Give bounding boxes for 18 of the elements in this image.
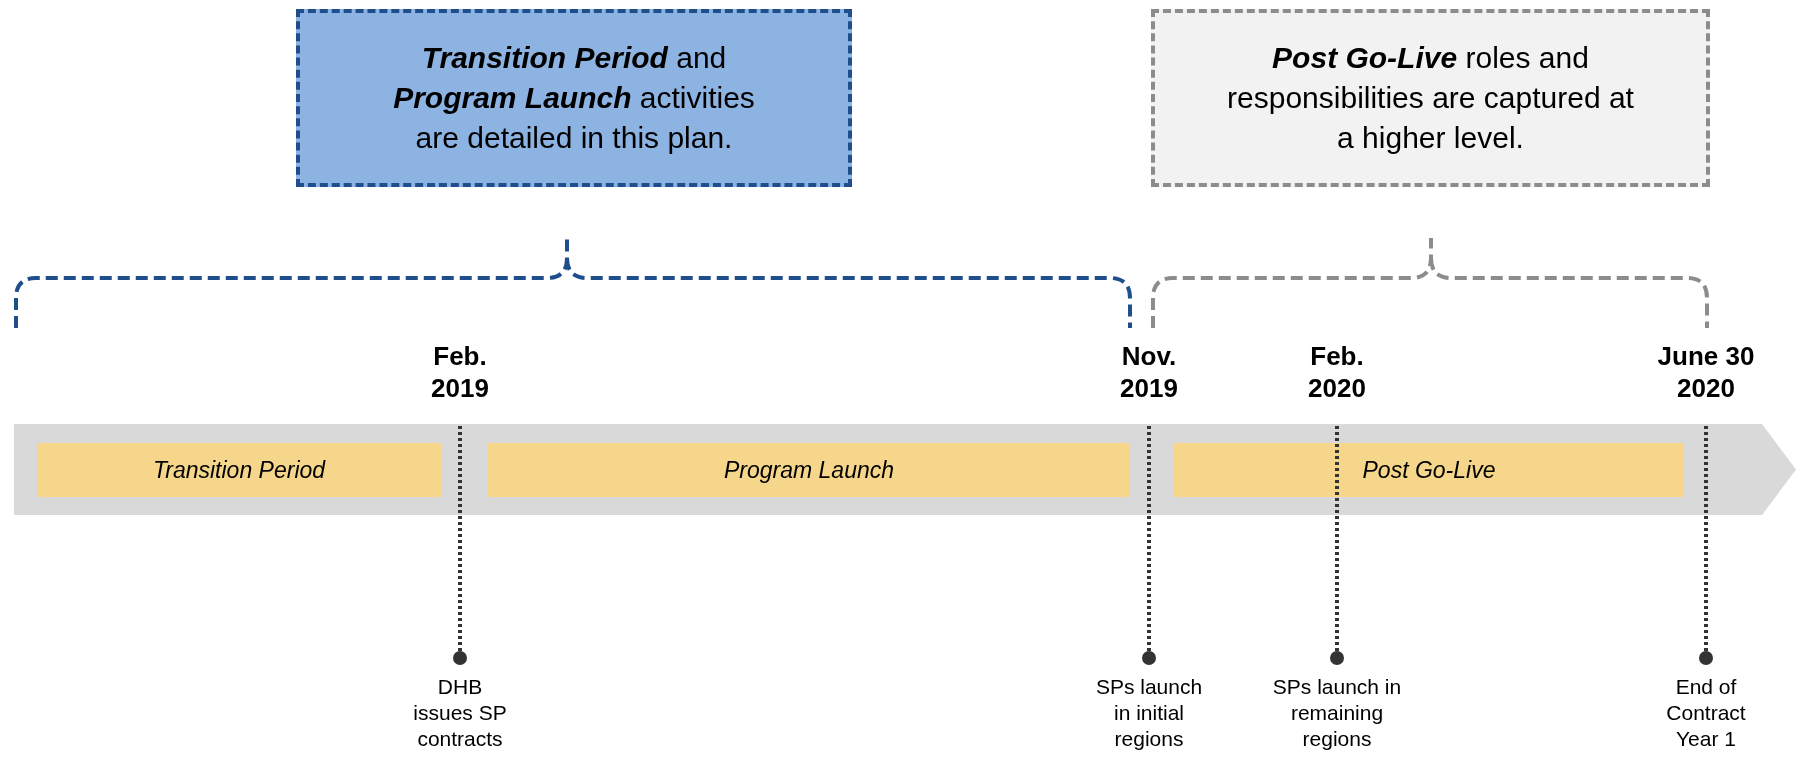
phase-bar <box>1174 443 1684 497</box>
date-label: Feb. 2020 <box>1307 340 1367 404</box>
date-label: June 30 2020 <box>1656 340 1756 404</box>
callout-text: Transition Period and Program Launch activities are detailed in this plan. <box>392 40 756 156</box>
milestone-label: End of Contract Year 1 <box>1665 674 1747 752</box>
callout-text: Post Go-Live roles and responsibilities are captured at a higher level. <box>1226 40 1635 156</box>
callout-box <box>296 9 852 187</box>
phase-label: Program Launch <box>723 456 894 484</box>
milestone-label: SPs launch in initial regions <box>1094 674 1204 752</box>
phase-label: Transition Period <box>152 456 326 484</box>
phase-bar <box>37 443 441 497</box>
milestone-label: DHB issues SP contracts <box>412 674 508 752</box>
callout-box <box>1151 9 1710 187</box>
milestone-label: SPs launch in remaining regions <box>1271 674 1403 752</box>
date-label: Feb. 2019 <box>430 340 490 404</box>
phase-bar <box>488 443 1130 497</box>
phase-label: Post Go-Live <box>1362 456 1496 484</box>
date-label: Nov. 2019 <box>1119 340 1179 404</box>
